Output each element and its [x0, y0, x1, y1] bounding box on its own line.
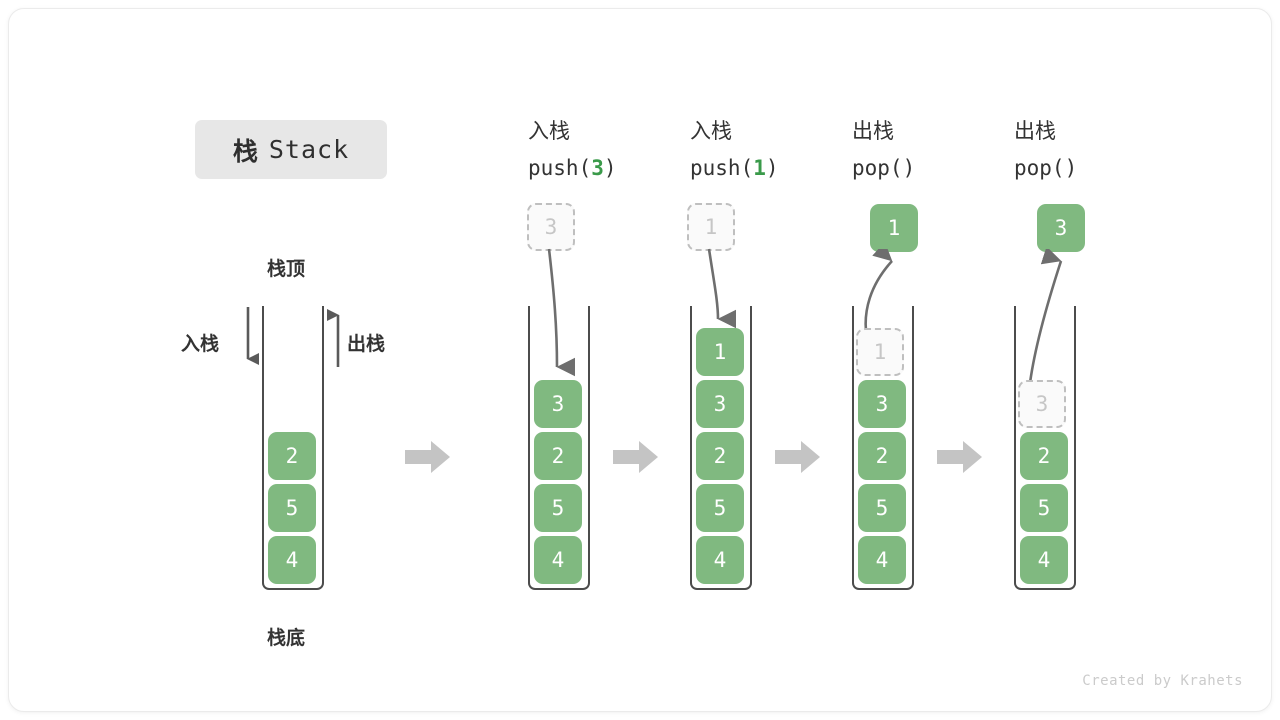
stack-cell: 5 — [858, 484, 906, 532]
step-code-prefix: push( — [528, 156, 592, 180]
stack-wall-left — [262, 306, 264, 582]
step-separator-arrow-icon — [775, 440, 821, 474]
stack-container-push-3 — [528, 306, 590, 590]
stack-cell: 4 — [534, 536, 582, 584]
stack-cell: 4 — [858, 536, 906, 584]
stack-container-pop-3 — [1014, 306, 1076, 590]
stack-wall-right — [588, 306, 590, 582]
stack-cell-ghost: 1 — [856, 328, 904, 376]
step-code-prefix: pop( — [852, 156, 903, 180]
stack-cell: 5 — [268, 484, 316, 532]
stack-container-pop-1 — [852, 306, 914, 590]
stack-cell: 5 — [1020, 484, 1068, 532]
stack-cell: 3 — [858, 380, 906, 428]
diagram-title: 栈 Stack — [195, 120, 387, 179]
stack-cell: 1 — [696, 328, 744, 376]
stack-wall-left — [690, 306, 692, 582]
stack-cell: 4 — [1020, 536, 1068, 584]
step-code-prefix: pop( — [1014, 156, 1065, 180]
stack-wall-right — [322, 306, 324, 582]
step-separator-arrow-icon — [937, 440, 983, 474]
stack-wall-left — [528, 306, 530, 582]
step-separator-arrow-icon — [613, 440, 659, 474]
floating-element-ghost: 3 — [527, 203, 575, 251]
stack-cell: 3 — [534, 380, 582, 428]
stack-cell: 2 — [858, 432, 906, 480]
title-en: Stack — [268, 135, 350, 164]
stack-cell-ghost: 3 — [1018, 380, 1066, 428]
label-stack-bottom: 栈底 — [267, 627, 306, 649]
stack-cell: 5 — [696, 484, 744, 532]
stack-cell: 4 — [268, 536, 316, 584]
stack-cell: 4 — [696, 536, 744, 584]
step-heading-cn: 出栈 — [852, 119, 894, 143]
step-code-suffix: ) — [765, 156, 779, 180]
stack-cell: 2 — [1020, 432, 1068, 480]
popped-element: 1 — [870, 204, 918, 252]
stack-container-initial — [262, 306, 324, 590]
stack-cell: 2 — [534, 432, 582, 480]
step-separator-arrow-icon — [405, 440, 451, 474]
stack-cell: 2 — [268, 432, 316, 480]
stack-wall-left — [1014, 306, 1016, 582]
stack-wall-right — [750, 306, 752, 582]
stack-cell: 2 — [696, 432, 744, 480]
stack-cell: 5 — [534, 484, 582, 532]
step-code-arg: 1 — [753, 156, 766, 180]
popped-element: 3 — [1037, 204, 1085, 252]
label-pop-side: 出栈 — [347, 333, 386, 355]
stack-base — [690, 578, 752, 590]
push-direction-arrow-icon — [246, 307, 259, 368]
watermark: Created by Krahets — [1082, 673, 1243, 689]
floating-element-ghost: 1 — [687, 203, 735, 251]
diagram-card: 栈 Stack 栈顶 栈底 入栈 出栈 2 5 4 入 — [8, 8, 1272, 712]
stack-base — [262, 578, 324, 590]
step-heading-cn: 出栈 — [1014, 119, 1056, 143]
step-heading-cn: 入栈 — [528, 119, 570, 143]
label-push-side: 入栈 — [181, 333, 220, 355]
stack-base — [852, 578, 914, 590]
label-stack-top: 栈顶 — [267, 258, 306, 280]
stack-base — [528, 578, 590, 590]
stack-container-push-1 — [690, 306, 752, 590]
step-code-suffix: ) — [603, 156, 617, 180]
title-cn: 栈 — [232, 136, 259, 166]
pop-direction-arrow-icon — [327, 306, 340, 367]
step-code-prefix: push( — [690, 156, 754, 180]
stack-cell: 3 — [696, 380, 744, 428]
step-code-suffix: ) — [902, 156, 916, 180]
stack-wall-right — [1074, 306, 1076, 582]
stack-base — [1014, 578, 1076, 590]
stack-wall-right — [912, 306, 914, 582]
step-heading-cn: 入栈 — [690, 119, 732, 143]
step-code-suffix: ) — [1064, 156, 1078, 180]
stack-wall-left — [852, 306, 854, 582]
step-code-arg: 3 — [591, 156, 604, 180]
